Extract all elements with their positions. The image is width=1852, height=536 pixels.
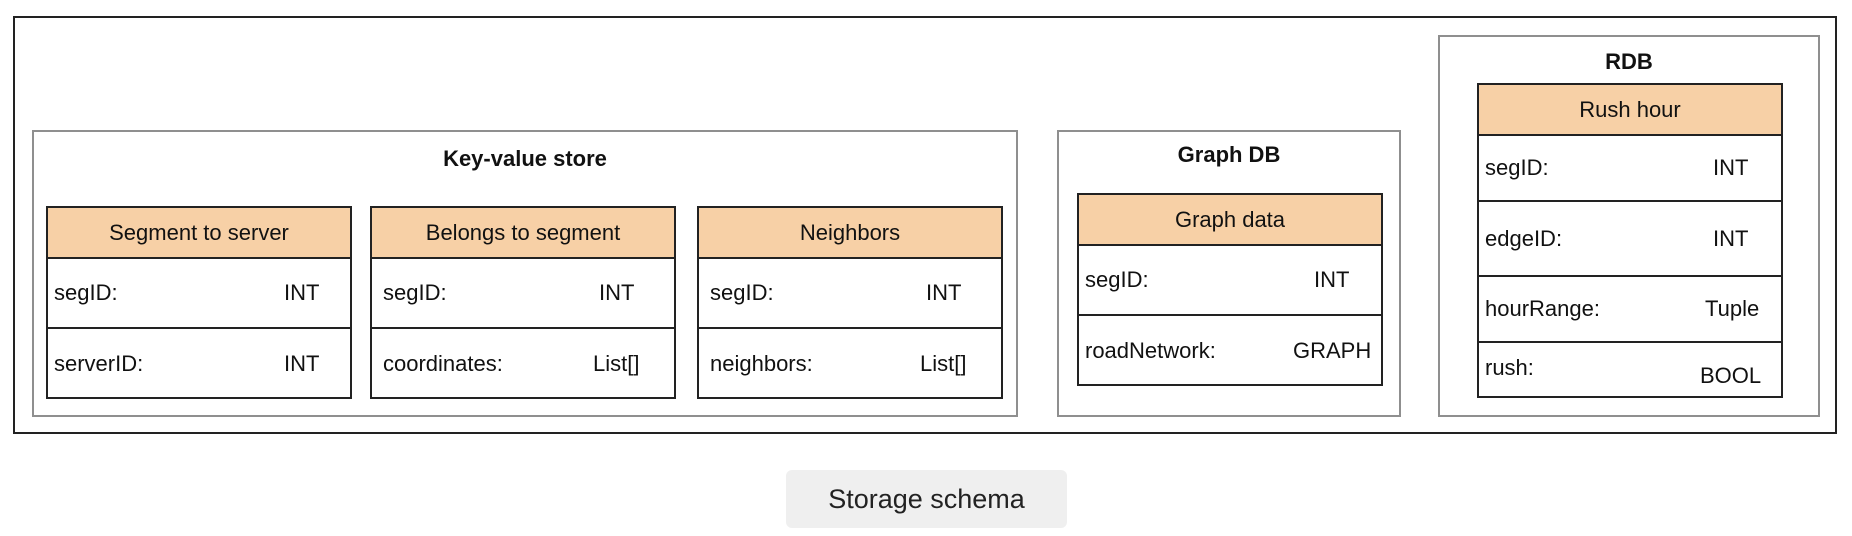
graph-db-title: Graph DB	[1177, 142, 1281, 167]
field-name: segID:	[383, 280, 447, 305]
table-row: roadNetwork: GRAPH	[1079, 316, 1381, 386]
table-header: Rush hour	[1479, 85, 1781, 136]
rush-hour-table: Rush hour segID: INT edgeID: INT hourRan…	[1477, 83, 1783, 398]
storage-diagram-frame	[13, 16, 1837, 434]
field-type: List[]	[593, 351, 640, 376]
table-row: hourRange: Tuple	[1479, 277, 1781, 343]
field-type: Tuple	[1705, 296, 1760, 321]
field-type: INT	[1314, 267, 1350, 292]
field-type: List[]	[920, 351, 967, 376]
table-header: Neighbors	[699, 208, 1001, 259]
neighbors-table: Neighbors segID: INT neighbors: List[]	[697, 206, 1003, 399]
table-row: segID: INT	[1079, 246, 1381, 316]
field-type: INT	[284, 280, 320, 305]
field-name: segID:	[1085, 267, 1149, 292]
field-type: BOOL	[1700, 363, 1762, 389]
table-row: serverID: INT	[48, 329, 350, 399]
graph-db-group: Graph DB Graph data segID: INT roadNetwo…	[1057, 130, 1401, 417]
table-row: coordinates: List[]	[372, 329, 674, 399]
rdb-title: RDB	[1605, 49, 1653, 74]
table-header: Belongs to segment	[372, 208, 674, 259]
field-name: roadNetwork:	[1085, 338, 1216, 363]
field-name: rush:	[1485, 354, 1534, 380]
key-value-store-group: Key-value store Segment to server segID:…	[32, 130, 1018, 417]
field-name: segID:	[710, 280, 774, 305]
field-type: INT	[1713, 225, 1749, 251]
segment-to-server-table: Segment to server segID: INT serverID: I…	[46, 206, 352, 399]
key-value-store-title: Key-value store	[443, 146, 607, 171]
table-header: Segment to server	[48, 208, 350, 259]
field-name: hourRange:	[1485, 296, 1600, 321]
field-type: INT	[599, 280, 635, 305]
field-name: segID:	[54, 280, 118, 305]
field-name: serverID:	[54, 351, 144, 376]
belongs-to-segment-table: Belongs to segment segID: INT coordinate…	[370, 206, 676, 399]
field-name: edgeID:	[1485, 225, 1563, 251]
table-row: segID: INT	[372, 259, 674, 329]
table-row: neighbors: List[]	[699, 329, 1001, 399]
field-name: coordinates:	[383, 351, 503, 376]
table-row: segID: INT	[1479, 136, 1781, 202]
field-type: INT	[926, 280, 962, 305]
field-name: segID:	[1485, 155, 1549, 180]
field-type: INT	[1713, 155, 1749, 180]
table-row: edgeID: INT	[1479, 202, 1781, 277]
table-header: Graph data	[1079, 195, 1381, 246]
diagram-caption: Storage schema	[786, 470, 1067, 528]
table-row: segID: INT	[699, 259, 1001, 329]
rdb-group: RDB Rush hour segID: INT edgeID: INT hou…	[1438, 35, 1820, 417]
field-type: GRAPH	[1293, 338, 1372, 363]
table-row: rush: BOOL	[1479, 343, 1781, 402]
field-name: neighbors:	[710, 351, 813, 376]
graph-data-table: Graph data segID: INT roadNetwork: GRAPH	[1077, 193, 1383, 386]
table-row: segID: INT	[48, 259, 350, 329]
field-type: INT	[284, 351, 320, 376]
